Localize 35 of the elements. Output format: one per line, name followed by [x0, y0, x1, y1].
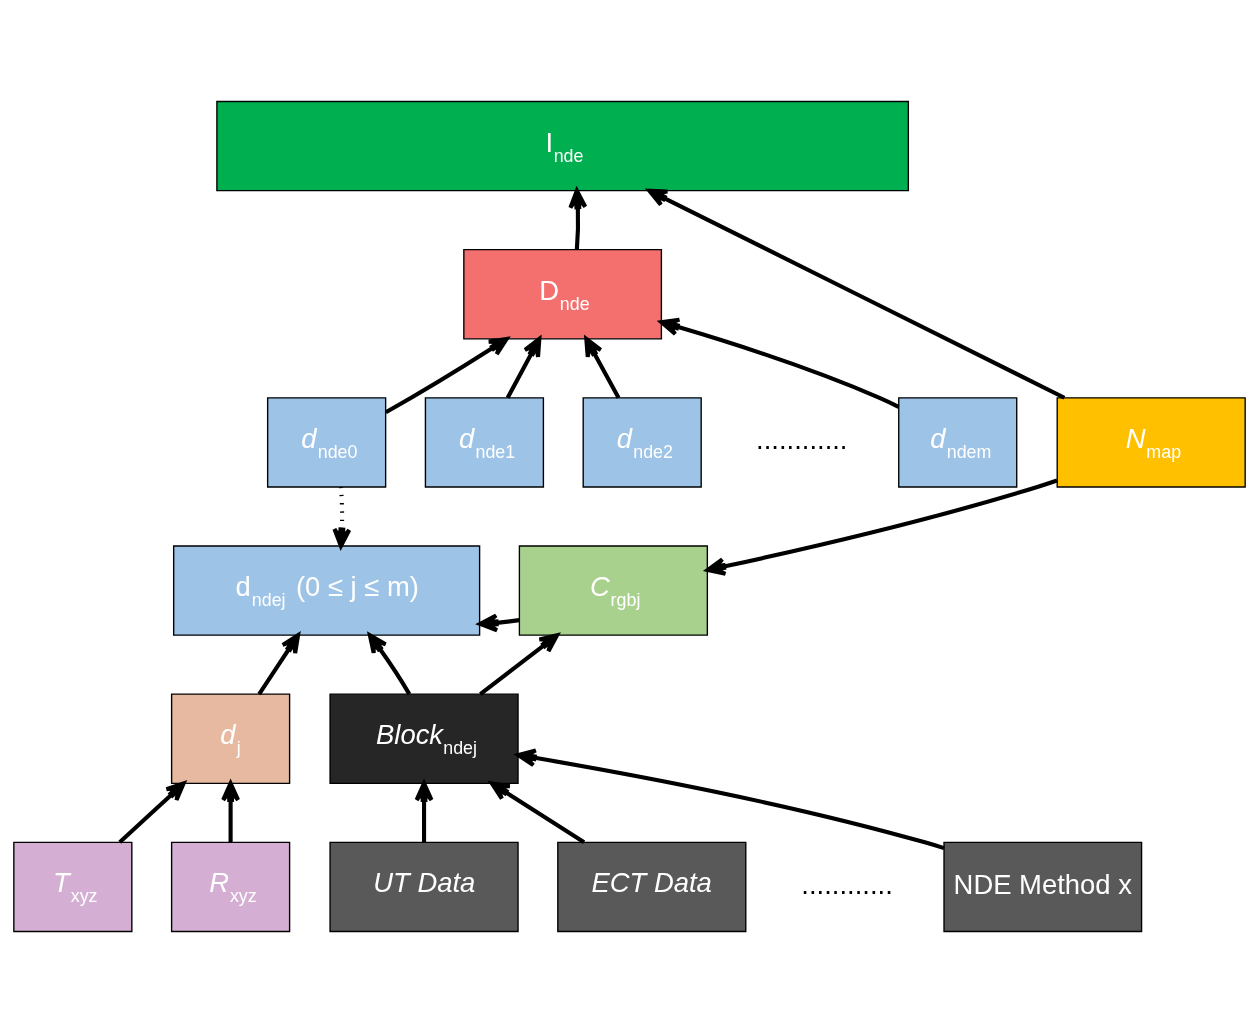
node-box: T$_{xyz}$ [13, 841, 133, 933]
label: ............ [801, 868, 893, 900]
arrow [384, 336, 509, 415]
arrow [221, 781, 241, 843]
arrow [584, 336, 621, 399]
node-box: I$_{nde}$ [216, 100, 910, 192]
node-box: C$_{rgbj}$ [518, 545, 709, 636]
node-box: UT Data [329, 841, 519, 933]
arrow [659, 317, 900, 409]
node-box: D$_{nde}$ [463, 248, 663, 340]
node-box: Block$_{ndej}$ [329, 693, 519, 785]
arrow [118, 781, 186, 844]
arrow [647, 188, 1066, 400]
node-box: d$_{nde0}$ [266, 397, 387, 488]
node-box: d$_{nde1}$ [424, 397, 545, 488]
node-box: d$_{j}$ [170, 693, 291, 785]
arrow [332, 486, 352, 549]
arrow [478, 613, 520, 633]
label: ............ [756, 424, 848, 456]
arrow [479, 633, 560, 696]
arrow [489, 781, 586, 845]
arrow [505, 336, 542, 399]
arrow [568, 188, 588, 250]
arrow [414, 781, 434, 843]
arrow [516, 748, 945, 851]
node-box: d$_{ndem}$ [898, 397, 1018, 488]
node-box: N$_{map}$ [1056, 397, 1246, 488]
node-box: d$_{nde2}$ [582, 397, 702, 488]
node-box: ECT Data [557, 841, 747, 933]
node-box: R$_{xyz}$ [170, 841, 291, 933]
node-box: d$_{ndej}$ (0 ≤ j ≤ m) [173, 545, 481, 636]
arrow [257, 633, 301, 696]
arrow [705, 478, 1058, 576]
node-box: NDE Method x [943, 841, 1143, 933]
arrow [367, 633, 412, 696]
